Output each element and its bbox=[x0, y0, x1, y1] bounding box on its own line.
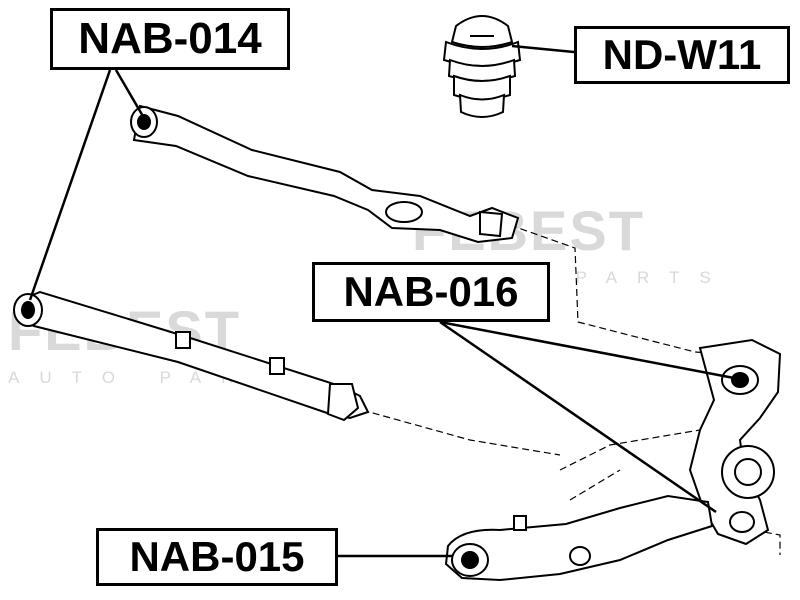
part-label-nab-015: NAB-015 bbox=[96, 528, 338, 586]
rear-knuckle bbox=[688, 338, 782, 546]
part-label-nab-014: NAB-014 bbox=[50, 8, 290, 70]
leader-lines bbox=[28, 44, 735, 558]
lower-control-arm bbox=[444, 494, 714, 582]
upper-lateral-arm bbox=[130, 104, 520, 244]
lower-lateral-arm bbox=[13, 290, 370, 422]
part-label-nd-w11: ND-W11 bbox=[574, 26, 790, 84]
part-label-nab-016: NAB-016 bbox=[312, 262, 550, 322]
bump-stop-part bbox=[442, 15, 522, 118]
